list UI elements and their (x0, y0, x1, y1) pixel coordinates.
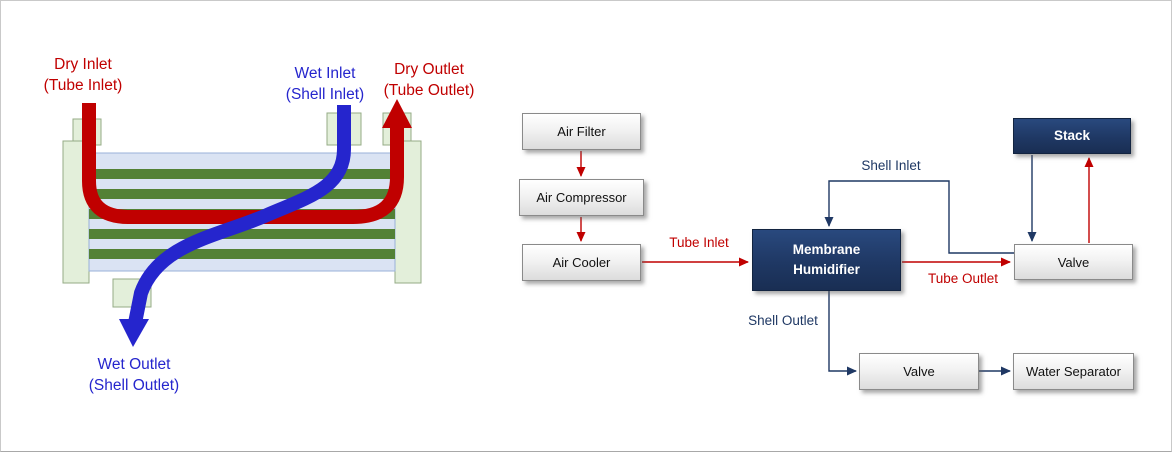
wet-inlet-label-line1: Wet Inlet (294, 65, 356, 82)
dry-outlet-port (382, 112, 412, 146)
shell-inlet-label: Shell Inlet (861, 158, 921, 173)
air-filter-node: Air Filter (522, 113, 641, 150)
dry-inlet-label-line1: Dry Inlet (54, 56, 112, 73)
valve-right-label: Valve (1057, 254, 1090, 270)
valve-right-node: Valve (1014, 244, 1133, 280)
membrane-plate (89, 209, 395, 219)
stack-node: Stack (1013, 118, 1131, 154)
dry-inlet-label: Dry Inlet (Tube Inlet) (13, 54, 153, 96)
membrane-humidifier-node: Membrane Humidifier (752, 229, 901, 291)
wet-outlet-label: Wet Outlet (Shell Outlet) (64, 354, 204, 396)
water-separator-node: Water Separator (1013, 353, 1134, 390)
shell-outlet-line (828, 291, 857, 376)
wet-outlet-arrowhead (119, 319, 149, 347)
housing-right-cap (394, 140, 422, 284)
air-compressor-node: Air Compressor (519, 179, 644, 216)
wet-inlet-label-line2: (Shell Inlet) (285, 86, 365, 103)
air-cooler-label: Air Cooler (552, 255, 611, 270)
dry-inlet-port (72, 118, 102, 146)
dry-outlet-label: Dry Outlet (Tube Outlet) (359, 59, 499, 101)
membrane-humidifier-label-line1: Membrane (792, 242, 861, 258)
tube-inlet-label: Tube Inlet (669, 235, 729, 250)
wet-inlet-label: Wet Inlet (Shell Inlet) (255, 63, 395, 105)
membrane-plate (89, 169, 395, 179)
membrane-plate (89, 229, 395, 239)
membrane-plate (89, 189, 395, 199)
dry-inlet-label-line2: (Tube Inlet) (43, 77, 123, 94)
air-compressor-label: Air Compressor (536, 190, 627, 205)
membrane-humidifier-label-line2: Humidifier (793, 262, 860, 277)
tube-outlet-label: Tube Outlet (927, 271, 999, 286)
wet-outlet-label-line1: Wet Outlet (97, 356, 171, 373)
wet-outlet-label-line2: (Shell Outlet) (88, 377, 180, 394)
dry-flow-pipe (82, 103, 404, 224)
housing-left-cap (62, 140, 90, 284)
dry-outlet-label-line2: (Tube Outlet) (383, 82, 475, 99)
wet-inlet-port (326, 112, 362, 146)
membrane-chamber (88, 152, 396, 272)
air-cooler-node: Air Cooler (522, 244, 641, 281)
dry-outlet-label-line1: Dry Outlet (394, 61, 464, 78)
humidifier-schematic (62, 99, 422, 347)
membrane-plate (89, 249, 395, 259)
shell-outlet-label: Shell Outlet (748, 313, 818, 328)
stack-label: Stack (1053, 128, 1091, 144)
valve-bottom-label: Valve (903, 364, 935, 379)
valve-bottom-node: Valve (859, 353, 979, 390)
water-separator-label: Water Separator (1026, 364, 1121, 379)
wet-flow-pipe (128, 105, 351, 325)
wet-outlet-port (112, 278, 152, 308)
air-filter-label: Air Filter (557, 124, 606, 139)
